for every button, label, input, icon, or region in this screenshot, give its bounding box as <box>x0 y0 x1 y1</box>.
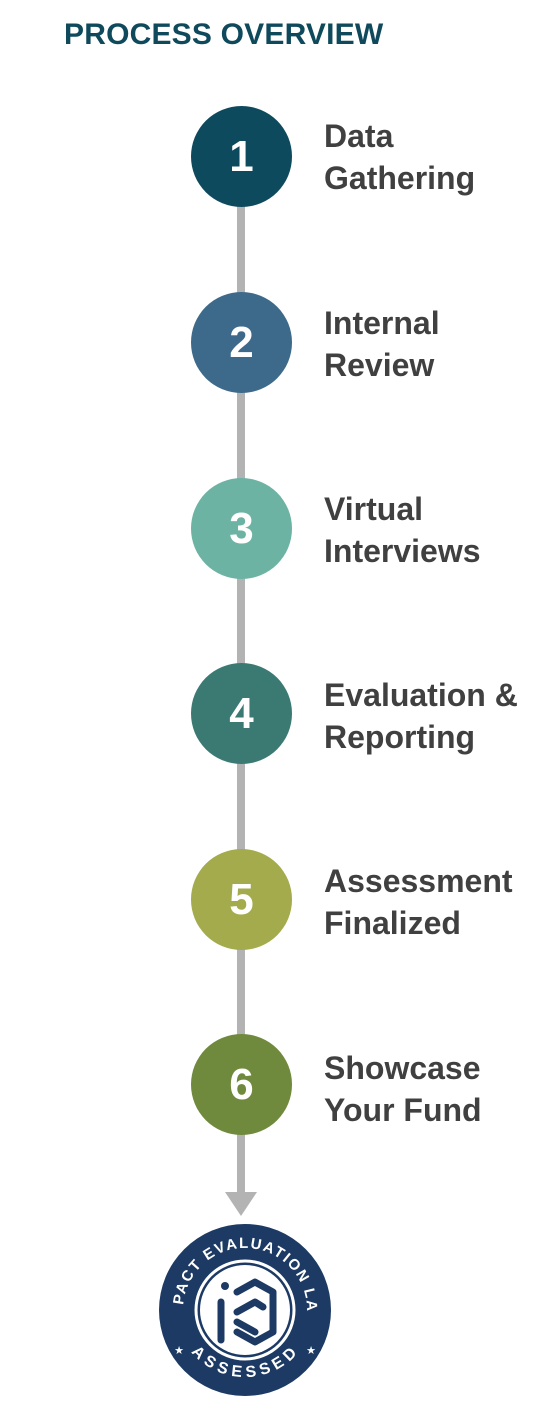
step-4-label-line2: Reporting <box>324 719 476 755</box>
step-2-label: Internal Review <box>324 302 549 386</box>
impact-evaluation-lab-assessed-badge: IMPACT EVALUATION LAB ASSESSED ★ ★ <box>157 1222 331 1396</box>
step-2-label-line2: Review <box>324 347 435 383</box>
step-1-label-line2: Gathering <box>324 160 476 196</box>
step-3-label-line2: Interviews <box>324 533 481 569</box>
step-6-number: 6 <box>229 1059 254 1109</box>
star-right-icon: ★ <box>306 1344 316 1357</box>
page-title: PROCESS OVERVIEW <box>64 18 384 51</box>
step-4-circle: 4 <box>191 663 292 764</box>
step-1-number: 1 <box>229 131 254 181</box>
step-5-label-line2: Finalized <box>324 905 461 941</box>
badge-inner-ring <box>194 1259 296 1361</box>
step-4-label: Evaluation & Reporting <box>324 674 549 758</box>
step-5-label: Assessment Finalized <box>324 860 549 944</box>
step-4-number: 4 <box>229 688 254 738</box>
step-1-label: Data Gathering <box>324 115 549 199</box>
step-2-circle: 2 <box>191 292 292 393</box>
step-5-number: 5 <box>229 874 254 924</box>
step-5-label-line1: Assessment <box>324 863 513 899</box>
arrow-down-icon <box>225 1192 257 1216</box>
step-3-label: Virtual Interviews <box>324 488 549 572</box>
step-6-label-line1: Showcase <box>324 1050 481 1086</box>
step-3-label-line1: Virtual <box>324 491 423 527</box>
lab-logo-icon <box>217 1278 277 1346</box>
step-1-label-line1: Data <box>324 118 394 154</box>
step-5-circle: 5 <box>191 849 292 950</box>
step-6-label-line2: Your Fund <box>324 1092 482 1128</box>
step-3-number: 3 <box>229 503 254 553</box>
step-2-number: 2 <box>229 317 254 367</box>
step-6-circle: 6 <box>191 1034 292 1135</box>
step-2-label-line1: Internal <box>324 305 440 341</box>
step-3-circle: 3 <box>191 478 292 579</box>
step-1-circle: 1 <box>191 106 292 207</box>
step-4-label-line1: Evaluation & <box>324 677 518 713</box>
star-left-icon: ★ <box>174 1344 184 1357</box>
step-6-label: Showcase Your Fund <box>324 1047 549 1131</box>
